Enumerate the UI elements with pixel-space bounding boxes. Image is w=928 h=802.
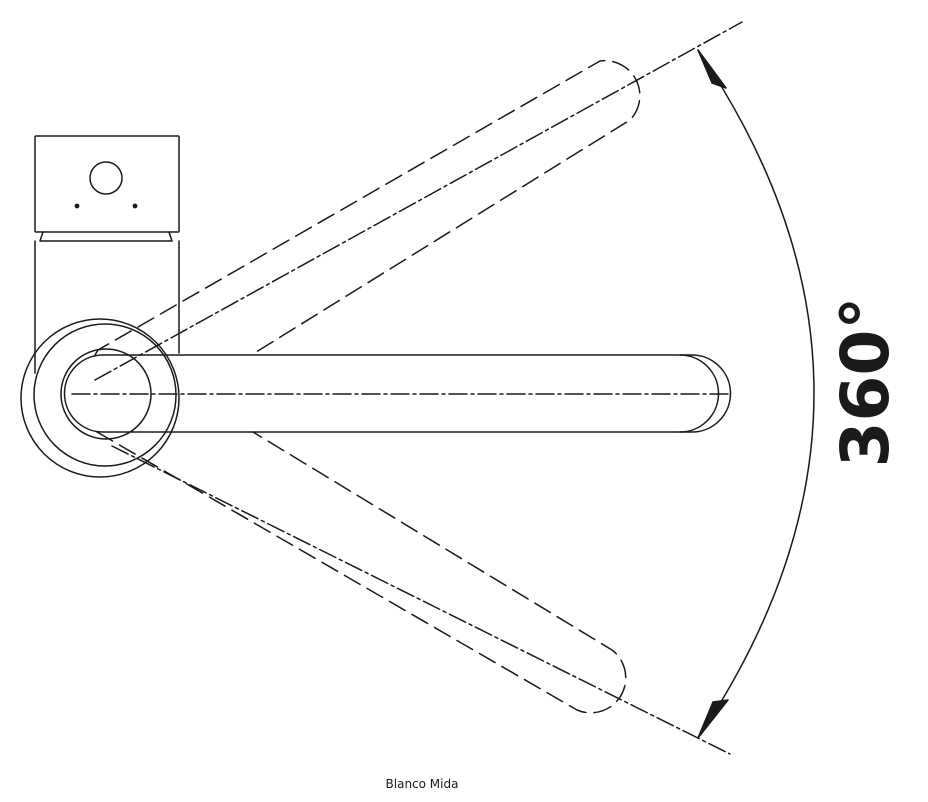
lever-hole (89, 161, 123, 195)
screw-dot-left (74, 203, 80, 209)
arrowhead-bottom (697, 699, 729, 739)
rotation-arc-line (697, 49, 815, 739)
angle-label: 360° (827, 297, 904, 468)
spout-outline (63, 354, 720, 433)
base-rings (20, 318, 180, 478)
faucet-body (34, 135, 180, 374)
neck-ring (39, 231, 173, 242)
diagram-caption: Blanco Mida (385, 777, 459, 791)
base-ring-middle (33, 323, 177, 467)
spout-lower-position (96, 431, 731, 755)
spout-center-position (63, 354, 732, 433)
faucet-column (34, 240, 180, 374)
screw-dot-right (132, 203, 138, 209)
spout-lower-centerline (111, 445, 731, 755)
spout-tip-outer (679, 354, 732, 433)
base-ring-inner (60, 348, 152, 440)
spout-upper-position (94, 21, 743, 381)
spout-lower-outline (96, 431, 627, 714)
faucet-head-block (34, 135, 180, 233)
arrowhead-top (697, 49, 727, 89)
rotation-arc (697, 49, 815, 739)
spout-upper-centerline (94, 21, 743, 381)
base-ring-outer (20, 318, 180, 478)
spout-upper-outline (94, 59, 641, 356)
